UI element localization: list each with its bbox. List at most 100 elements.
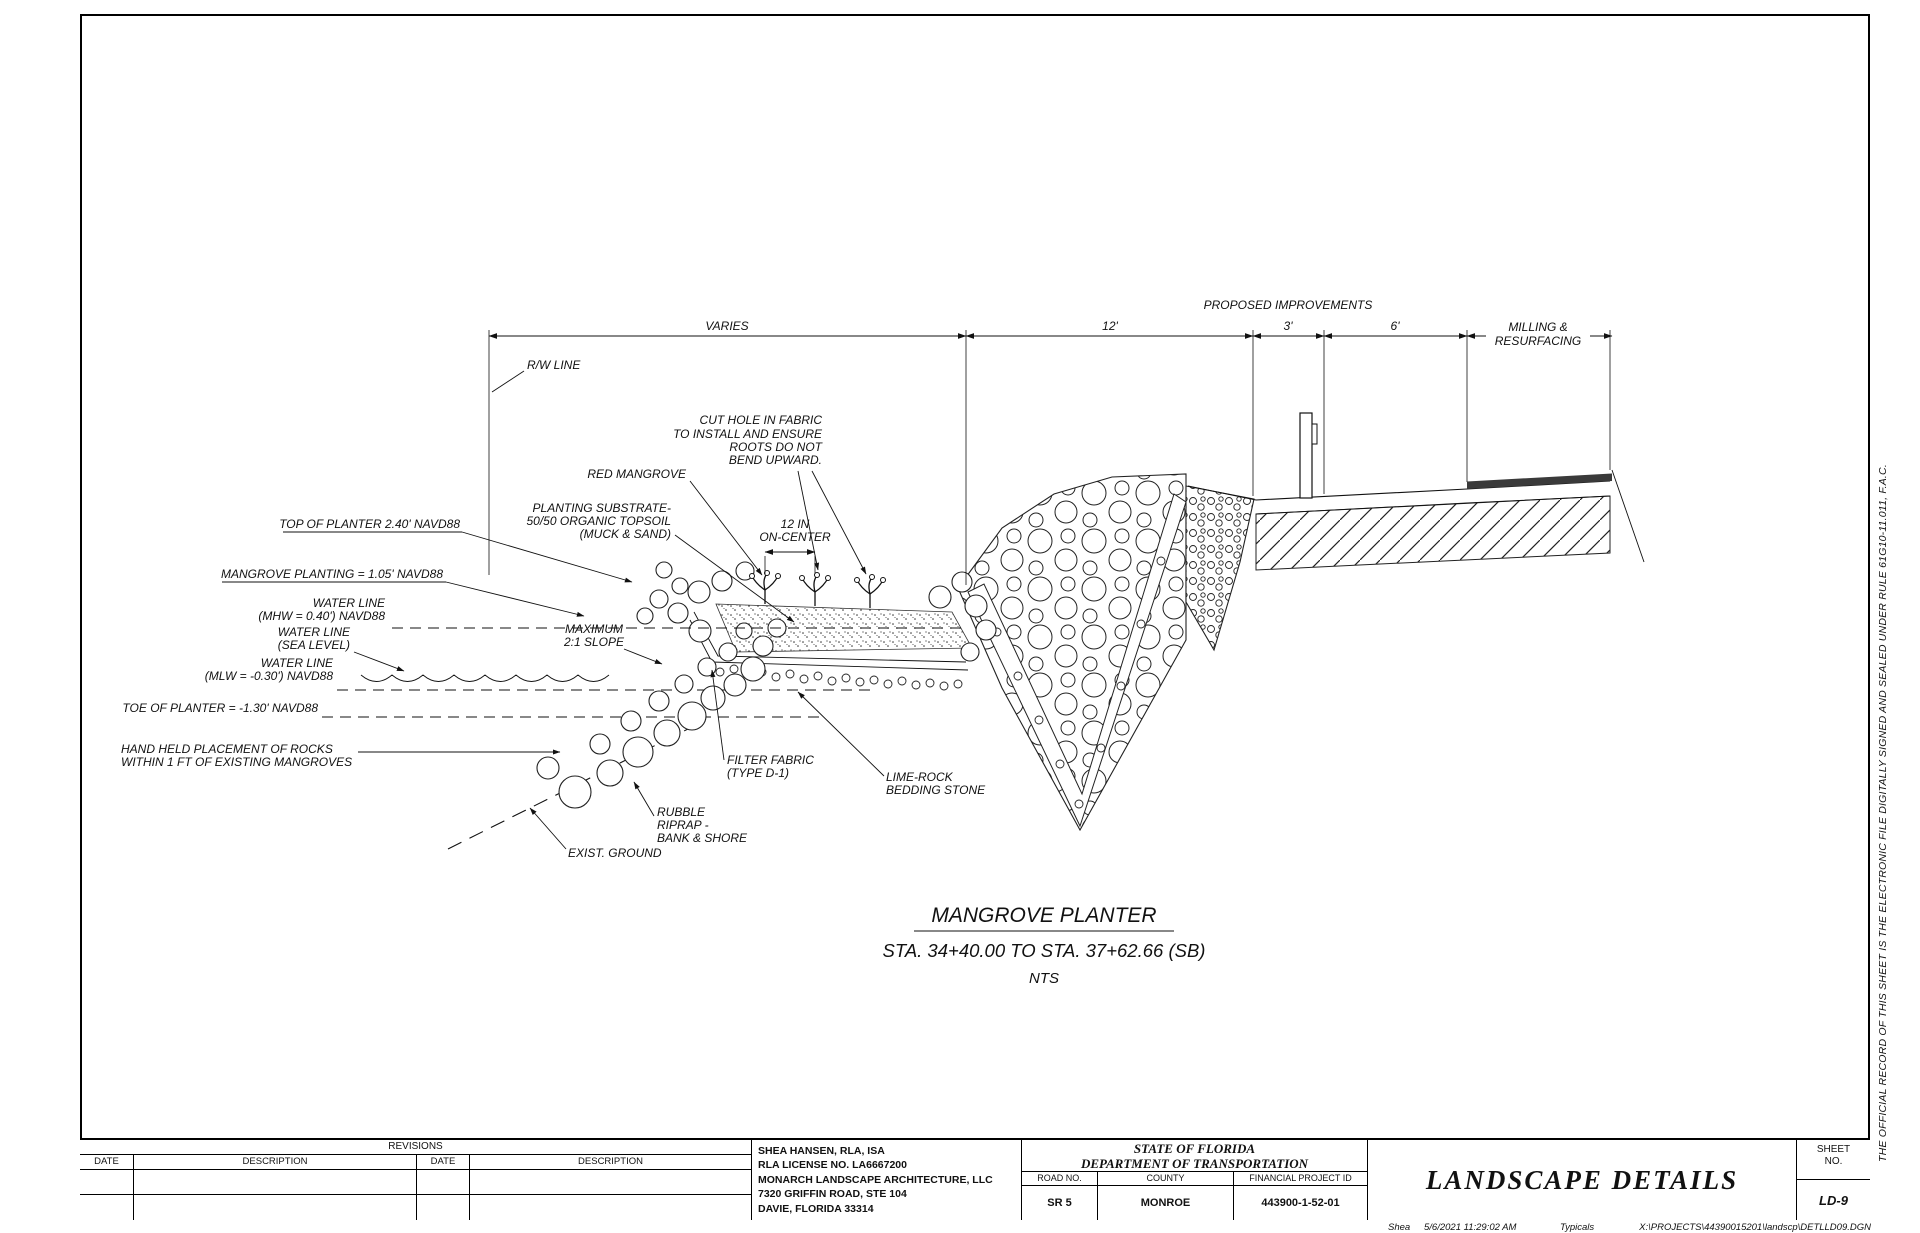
fpid-label: FINANCIAL PROJECT ID (1234, 1172, 1367, 1186)
mangrove-planting-label: MANGROVE PLANTING = 1.05' NAVD88 (221, 567, 443, 581)
sea-level-label-2: (SEA LEVEL) (278, 638, 350, 652)
rw-line-label: R/W LINE (527, 358, 581, 372)
revisions-col-description: DESCRIPTION (134, 1155, 417, 1169)
detail-station: STA. 34+40.00 TO STA. 37+62.66 (SB) (883, 940, 1206, 961)
road-base-hatch (1255, 495, 1611, 571)
cut-hole-label-3: ROOTS DO NOT (729, 440, 823, 454)
sheet-no-label-line2: NO. (1824, 1156, 1843, 1167)
mangrove-plant (798, 571, 832, 607)
dim-milling-line1: MILLING & (1508, 320, 1567, 334)
riprap-rocks (536, 561, 997, 809)
firm-address-line: 7320 GRIFFIN ROAD, STE 104 (758, 1188, 907, 1201)
section-break-line (1611, 469, 1645, 563)
footer-category: Typicals (1560, 1222, 1595, 1233)
footer-timestamp: 5/6/2021 11:29:02 AM (1424, 1222, 1517, 1233)
mhw-label-2: (MHW = 0.40') NAVD88 (258, 609, 385, 623)
hand-held-label-2: WITHIN 1 FT OF EXISTING MANGROVES (121, 755, 352, 769)
mlw-label-2: (MLW = -0.30') NAVD88 (205, 669, 334, 683)
firm-block: SHEA HANSEN, RLA, ISA RLA LICENSE NO. LA… (752, 1140, 1022, 1220)
riprap-label-1: RUBBLE (657, 805, 706, 819)
mhw-label-1: WATER LINE (313, 596, 386, 610)
official-record-note: THE OFFICIAL RECORD OF THIS SHEET IS THE… (1877, 464, 1889, 1162)
detail-title: MANGROVE PLANTER (931, 904, 1156, 927)
mangrove-plant (853, 573, 887, 609)
dim-3ft: 3' (1284, 319, 1294, 333)
max-slope-label-2: 2:1 SLOPE (563, 635, 625, 649)
roadway-section (1187, 412, 1645, 571)
leader-lines (222, 370, 885, 850)
county-label: COUNTY (1098, 1172, 1234, 1186)
proposed-improvements-label: PROPOSED IMPROVEMENTS (1204, 298, 1373, 312)
sea-level-wave-line (360, 674, 610, 682)
sign-post (1299, 412, 1318, 499)
footer-author: Shea (1388, 1222, 1411, 1233)
riprap-label-2: RIPRAP - (657, 818, 709, 832)
lime-rock-label-2: BEDDING STONE (886, 783, 986, 797)
on-center-label-1: 12 IN (781, 517, 810, 531)
substrate-label-1: PLANTING SUBSTRATE- (533, 501, 671, 515)
sheet-title: LANDSCAPE DETAILS (1368, 1140, 1797, 1220)
agency-block: STATE OF FLORIDA DEPARTMENT OF TRANSPORT… (1022, 1140, 1368, 1220)
revisions-header-row: DATE DESCRIPTION DATE DESCRIPTION (80, 1155, 751, 1170)
road-subsurface-line (1255, 495, 1611, 515)
mlw-label-1: WATER LINE (261, 656, 334, 670)
filter-fabric-label-1: FILTER FABRIC (727, 753, 814, 767)
dimension-lines: VARIES 12' 3' 6' MILLING & RESURFACING P… (488, 298, 1613, 585)
dim-6ft: 6' (1391, 319, 1401, 333)
title-block: REVISIONS DATE DESCRIPTION DATE DESCRIPT… (80, 1138, 1870, 1220)
detail-title-group: MANGROVE PLANTER STA. 34+40.00 TO STA. 3… (883, 904, 1206, 987)
road-no-value: SR 5 (1022, 1186, 1098, 1220)
agency-name-line2: DEPARTMENT OF TRANSPORTATION (1080, 1155, 1309, 1171)
sheet-no-label-line1: SHEET (1816, 1144, 1851, 1155)
fpid-value: 443900-1-52-01 (1261, 1197, 1340, 1209)
lime-rock-label-1: LIME-ROCK (886, 770, 954, 784)
on-center-label-2: ON-CENTER (759, 530, 831, 544)
dim-milling-line2: RESURFACING (1495, 334, 1581, 348)
cut-hole-label-4: BEND UPWARD. (729, 453, 822, 467)
revisions-col-date: DATE (417, 1155, 470, 1169)
cut-hole-label-2: TO INSTALL AND ENSURE (673, 427, 823, 441)
mangrove-plants (748, 569, 887, 609)
resurfacing-strip (1467, 473, 1612, 489)
shoulder-connection-line (1187, 485, 1257, 501)
revisions-col-date: DATE (80, 1155, 134, 1169)
riprap-label-3: BANK & SHORE (657, 831, 748, 845)
callout-labels: R/W LINE CUT HOLE IN FABRIC TO INSTALL A… (121, 358, 986, 860)
firm-city-line: DAVIE, FLORIDA 33314 (758, 1202, 874, 1215)
revisions-title: REVISIONS (80, 1140, 751, 1155)
hand-held-label-1: HAND HELD PLACEMENT OF ROCKS (121, 742, 333, 756)
revisions-col-description: DESCRIPTION (578, 1156, 643, 1167)
agency-name: STATE OF FLORIDA DEPARTMENT OF TRANSPORT… (1022, 1140, 1367, 1172)
sheet-number: LD-9 (1819, 1192, 1848, 1208)
cut-hole-label-1: CUT HOLE IN FABRIC (700, 413, 823, 427)
road-no-label: ROAD NO. (1022, 1172, 1098, 1186)
agency-name-line1: STATE OF FLORIDA (1133, 1141, 1256, 1156)
sheet-no-label: SHEET NO. (1797, 1140, 1870, 1180)
dim-varies: VARIES (705, 319, 748, 333)
firm-company-line: MONARCH LANDSCAPE ARCHITECTURE, LLC (758, 1173, 993, 1186)
substrate-label-2: 50/50 ORGANIC TOPSOIL (527, 514, 672, 528)
red-mangrove-label: RED MANGROVE (587, 467, 687, 481)
footer-file-path: X:\PROJECTS\44390015201\landscp\DETLLD09… (1639, 1222, 1871, 1233)
mangrove-plant (748, 569, 782, 605)
sea-level-label-1: WATER LINE (278, 625, 351, 639)
firm-name-line: SHEA HANSEN, RLA, ISA (758, 1145, 885, 1157)
revisions-empty-rows (80, 1170, 751, 1220)
county-value: MONROE (1098, 1186, 1234, 1220)
agency-project-grid: ROAD NO. COUNTY FINANCIAL PROJECT ID SR … (1022, 1172, 1367, 1220)
mangrove-planter-section (536, 561, 997, 809)
firm-license-line: RLA LICENSE NO. LA6667200 (758, 1159, 907, 1172)
exist-ground-label: EXIST. GROUND (568, 846, 662, 860)
ditch-bedding-pebbles (992, 556, 1166, 809)
detail-scale: NTS (1029, 970, 1059, 987)
ditch-lining-band (967, 493, 1187, 828)
rubble-bank-and-ditch (957, 473, 1255, 832)
max-slope-label-1: MAXIMUM (565, 622, 623, 636)
top-of-planter-label: TOP OF PLANTER 2.40' NAVD88 (279, 517, 460, 531)
rubble-riprap-mass (957, 473, 1187, 832)
filter-fabric-label-2: (TYPE D-1) (727, 766, 789, 780)
sheet-number-block: SHEET NO. LD-9 (1797, 1140, 1870, 1220)
substrate-label-3: (MUCK & SAND) (580, 527, 671, 541)
